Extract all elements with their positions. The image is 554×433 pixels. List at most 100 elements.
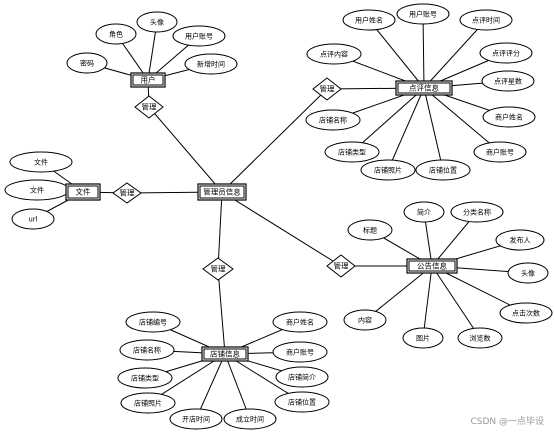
shop-attribute-label: 开店时间 <box>182 415 210 424</box>
announcement-attribute-ellipse <box>402 327 444 349</box>
review-attribute-ellipse <box>360 159 416 181</box>
review-attribute-ellipse <box>305 109 361 131</box>
review-attribute-label: 商户账号 <box>486 148 514 157</box>
entity-label-review: 点评信息 <box>409 83 439 93</box>
review-attribute-ellipse <box>479 42 533 64</box>
entity-label-file: 文件 <box>76 187 91 197</box>
shop-attribute-label: 店铺编号 <box>139 318 167 327</box>
review-attribute-label: 用户账号 <box>409 10 437 19</box>
review-attr-link <box>423 87 444 171</box>
entity-admin-inner-border <box>199 185 245 199</box>
relationship-label-file-admin: 管理 <box>120 188 135 198</box>
entity-announcement-inner-border <box>408 260 456 272</box>
shop-attribute-label: 商户姓名 <box>286 318 314 327</box>
shop-attr-link <box>195 353 226 420</box>
announcement-attr-link <box>422 265 433 339</box>
shop-attribute-ellipse <box>117 367 173 389</box>
shop-attribute-ellipse <box>275 366 329 388</box>
user-attribute-label: 头像 <box>150 18 164 27</box>
review-attribute-label: 店铺位置 <box>429 166 457 175</box>
announcement-attribute-ellipse <box>495 229 545 251</box>
review-attribute-label: 点评评分 <box>492 49 520 58</box>
entity-label-user: 用户 <box>141 75 156 85</box>
review-attribute-label: 点评时间 <box>472 16 500 25</box>
review-attribute-ellipse <box>396 3 450 25</box>
announcement-attr-link <box>431 265 481 339</box>
user-attribute-ellipse <box>95 23 137 45</box>
shop_admin-link <box>217 191 223 270</box>
relationship-diamond-announcement-admin <box>326 254 356 278</box>
relationship-diamond-shop-admin <box>202 257 234 281</box>
review-attribute-ellipse <box>342 9 396 31</box>
user-attribute-ellipse <box>172 25 226 47</box>
relationship-label-shop-admin: 管理 <box>211 264 226 274</box>
relationship-label-user-admin: 管理 <box>142 102 157 112</box>
entity-label-shop: 店铺信息 <box>210 349 240 359</box>
entity-shop <box>201 346 249 362</box>
shop-attribute-ellipse <box>223 408 277 430</box>
shop-attribute-label: 店铺位置 <box>288 398 316 407</box>
shop-attribute-label: 店铺照片 <box>134 399 162 408</box>
entity-file-inner-border <box>67 185 99 199</box>
relationship-label-announcement-admin: 管理 <box>334 261 349 271</box>
announcement-attribute-label: 标题 <box>363 226 377 235</box>
review-attribute-label: 店铺照片 <box>374 166 402 175</box>
shop-attribute-ellipse <box>119 339 175 361</box>
user-attribute-label: 新增时间 <box>197 60 225 69</box>
shop-attribute-ellipse <box>274 391 330 413</box>
entity-user <box>130 72 166 88</box>
announcement-attribute-label: 浏览数 <box>470 334 491 343</box>
review-attribute-ellipse <box>459 9 513 31</box>
review-attribute-label: 商户姓名 <box>495 113 523 122</box>
review-attribute-ellipse <box>324 141 380 163</box>
shop_admin-link <box>217 268 226 355</box>
announcement-attribute-ellipse <box>499 302 553 324</box>
entity-review <box>395 80 453 96</box>
review-attribute-label: 店铺名称 <box>319 116 347 125</box>
review-attribute-ellipse <box>481 70 535 92</box>
announcement-attribute-label: 头像 <box>521 269 535 278</box>
user-attribute-ellipse <box>66 52 108 74</box>
review-attr-link <box>422 13 425 89</box>
announcement-attribute-label: 简介 <box>417 208 431 217</box>
entity-shop-inner-border <box>203 348 247 360</box>
review-attribute-ellipse <box>473 141 527 163</box>
shop-attribute-ellipse <box>125 311 181 333</box>
shop-attribute-label: 商户账号 <box>286 348 314 357</box>
entity-admin <box>197 183 247 201</box>
file-attribute-ellipse <box>9 151 73 173</box>
watermark: CSDN @一点毕设 <box>470 417 544 427</box>
user-attribute-label: 密码 <box>80 59 94 68</box>
review-attribute-ellipse <box>306 43 362 65</box>
user-attribute-label: 用户账号 <box>185 32 213 41</box>
shop-attribute-ellipse <box>272 341 328 363</box>
entity-label-announcement: 公告信息 <box>417 261 447 271</box>
review-attribute-label: 点评星数 <box>494 77 522 86</box>
shop-attribute-ellipse <box>120 392 176 414</box>
announcement-attribute-ellipse <box>347 219 393 241</box>
user_admin-link <box>148 106 223 193</box>
review_admin-link <box>221 88 328 193</box>
relationship-diamond-user-admin <box>134 95 164 119</box>
announcement-attribute-label: 图片 <box>416 334 430 343</box>
entity-review-inner-border <box>397 82 451 94</box>
shop-attribute-label: 店铺名称 <box>133 346 161 355</box>
announcement-attribute-ellipse <box>457 327 503 349</box>
announcement-attribute-label: 发布人 <box>510 236 531 245</box>
review-attr-link <box>387 87 425 171</box>
relationship-label-review-admin: 管理 <box>320 84 335 94</box>
review-attr-link <box>368 19 425 89</box>
entity-announcement <box>406 258 458 274</box>
review-attribute-label: 店铺类型 <box>338 148 366 157</box>
shop-attribute-ellipse <box>272 311 328 333</box>
review-attribute-ellipse <box>415 159 471 181</box>
file-attribute-label: url <box>28 216 37 224</box>
user-attribute-ellipse <box>184 53 238 75</box>
review-attribute-label: 用户姓名 <box>355 16 383 25</box>
user-attribute-ellipse <box>136 11 178 33</box>
review-attribute-ellipse <box>482 106 536 128</box>
announcement-attribute-ellipse <box>343 309 387 331</box>
announcement_admin-link <box>221 191 342 267</box>
announcement-attribute-ellipse <box>450 201 504 223</box>
